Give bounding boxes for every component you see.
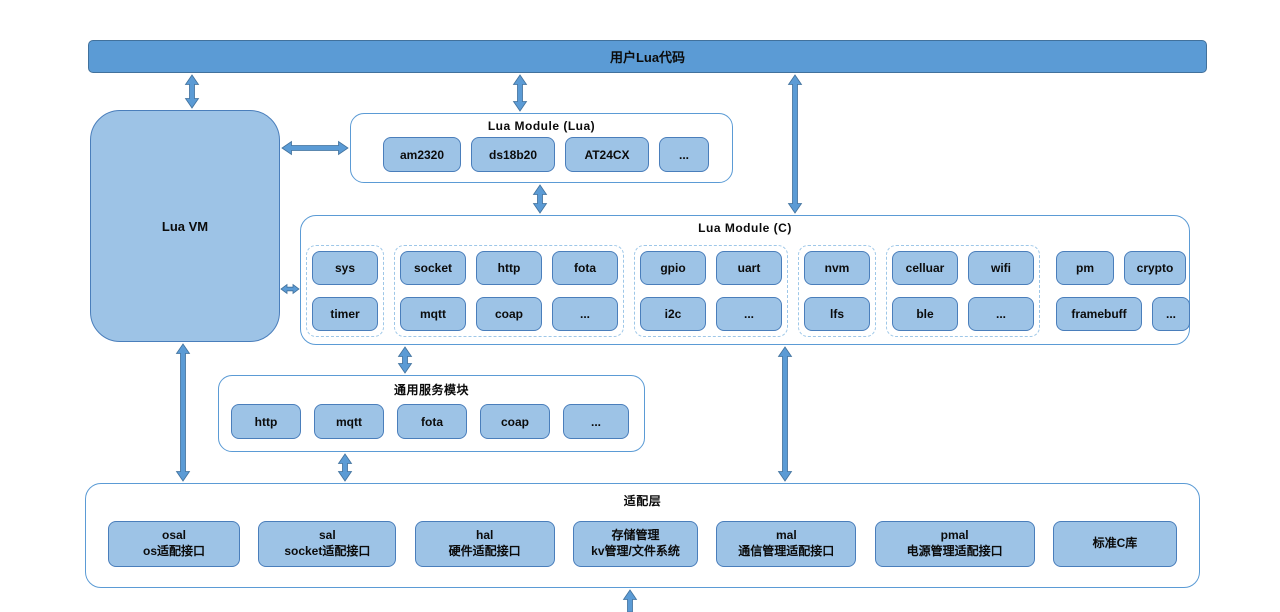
module-c-group-6-row-1: pm crypto [1056, 251, 1190, 285]
lua-module-c-box: Lua Module (C) sys timer socket http fota mqt… [300, 215, 1190, 345]
chip-celluar: celluar [892, 251, 958, 285]
module-c-group-4-row-2: lfs [804, 297, 870, 331]
adapter-chip-line1: osal [161, 528, 186, 543]
lua-vm-box: Lua VM [90, 110, 280, 342]
adapter-chip-line1: hal [475, 528, 494, 543]
adapter-chip-line1: 存储管理 [611, 528, 660, 543]
chip-pm: pm [1056, 251, 1114, 285]
common-service-title: 通用服务模块 [393, 383, 469, 397]
chip-nvm: nvm [804, 251, 870, 285]
module-c-group-6: pm crypto framebuff... [1050, 245, 1196, 337]
common-service-box: 通用服务模块 http mqtt fota coap... [218, 375, 645, 452]
adapter-chip-line1: sal [318, 528, 336, 543]
chip-gpio: gpio [640, 251, 706, 285]
adapter-chip-line2: socket适配接口 [284, 544, 371, 558]
module-c-group-3-row-1: gpio uart [640, 251, 782, 285]
arrow-luavm-modc [280, 283, 300, 295]
arrow-usercode-luavm [184, 74, 200, 109]
arrow-adapter-below [622, 589, 638, 612]
arrow-modc-adapter [777, 346, 793, 482]
adapter-chip-line1: 标准C库 [1092, 536, 1138, 551]
arrow-modc-service [397, 346, 413, 374]
chip-at24cx: AT24CX [565, 137, 649, 172]
module-c-group-4: nvm lfs [798, 245, 876, 337]
arrow-modlua-modc [532, 184, 548, 214]
chip-fota: fota [552, 251, 618, 285]
arrow-usercode-modc [787, 74, 803, 214]
arrow-luavm-modlua [281, 140, 349, 156]
chip-wifi: wifi [968, 251, 1034, 285]
arrow-usercode-modlua [512, 74, 528, 112]
chip-timer: timer [312, 297, 378, 331]
chip-mqtt: mqtt [314, 404, 384, 439]
module-c-group-3-row-2: i2c... [640, 297, 782, 331]
adapter-chip-line2: 电源管理适配接口 [906, 544, 1003, 558]
arrow-luavm-adapter [175, 343, 191, 482]
chip-am2320: am2320 [383, 137, 461, 172]
module-c-group-4-row-1: nvm [804, 251, 870, 285]
module-c-group-2-row-1: socket http fota [400, 251, 618, 285]
chip-ellipsis: ... [552, 297, 618, 331]
module-c-group-1-row-1: sys [312, 251, 378, 285]
chip-sys: sys [312, 251, 378, 285]
arrow-service-adapter [337, 453, 353, 482]
lua-module-c-title: Lua Module (C) [698, 221, 792, 235]
adapter-chip-line1: mal [775, 528, 797, 543]
adapter-chip-line2: kv管理/文件系统 [591, 544, 680, 558]
chip-ds18b20: ds18b20 [471, 137, 555, 172]
chip-ble: ble [892, 297, 958, 331]
chip-framebuff: framebuff [1056, 297, 1142, 331]
chip-ellipsis: ... [659, 137, 709, 172]
chip-crypto: crypto [1124, 251, 1186, 285]
chip-coap: coap [476, 297, 542, 331]
module-c-group-1: sys timer [306, 245, 384, 337]
chip-fota: fota [397, 404, 467, 439]
chip-ellipsis: ... [1152, 297, 1190, 331]
adapter-layer-title: 适配层 [623, 494, 662, 508]
user-lua-code-bar: 用户Lua代码 [88, 40, 1207, 73]
chip-socket: socket [400, 251, 466, 285]
chip-标准c库: 标准C库 [1052, 521, 1177, 567]
module-c-group-6-row-2: framebuff... [1056, 297, 1190, 331]
module-c-group-5-row-2: ble... [892, 297, 1034, 331]
chip-ellipsis: ... [563, 404, 629, 439]
chip-ellipsis: ... [716, 297, 782, 331]
chip-i2c: i2c [640, 297, 706, 331]
chip-ellipsis: ... [968, 297, 1034, 331]
module-c-group-1-row-2: timer [312, 297, 378, 331]
adapter-chip-line2: 硬件适配接口 [448, 544, 521, 558]
lua-module-lua-chip-row: am2320 ds18b20 AT24CX... [383, 137, 732, 172]
chip-lfs: lfs [804, 297, 870, 331]
lua-module-lua-title: Lua Module (Lua) [487, 119, 596, 133]
chip-http: http [476, 251, 542, 285]
module-c-group-2: socket http fota mqtt coap... [394, 245, 624, 337]
chip-mqtt: mqtt [400, 297, 466, 331]
chip-uart: uart [716, 251, 782, 285]
chip-coap: coap [480, 404, 550, 439]
adapter-chip-line2: os适配接口 [142, 544, 205, 558]
chip-http: http [231, 404, 301, 439]
common-service-chip-row: http mqtt fota coap... [231, 404, 644, 439]
lua-module-lua-box: Lua Module (Lua) am2320 ds18b20 AT24CX... [350, 113, 733, 183]
module-c-group-2-row-2: mqtt coap... [400, 297, 618, 331]
adapter-chip-line1: pmal [940, 528, 969, 543]
adapter-chip-line2: 通信管理适配接口 [738, 544, 835, 558]
module-c-group-3: gpio uart i2c... [634, 245, 788, 337]
module-c-group-5-row-1: celluar wifi [892, 251, 1034, 285]
